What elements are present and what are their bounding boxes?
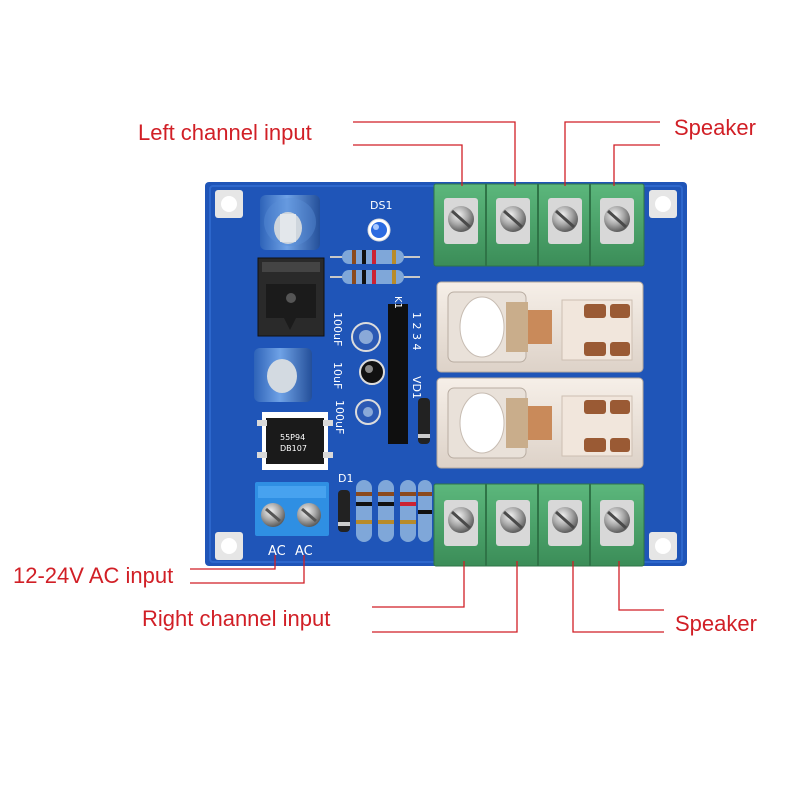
cap-100uf-a-label: 100uF (331, 312, 344, 346)
leader-left-input-b (353, 144, 463, 186)
mounting-holes (215, 190, 677, 560)
voltage-regulator (257, 257, 325, 337)
label-speaker-bottom: Speaker (675, 611, 757, 636)
led-ds1 (367, 218, 391, 242)
k1-label: K1 (392, 296, 403, 309)
leader-speaker-top-a (564, 121, 660, 186)
resistors-top (330, 250, 420, 284)
ds1-label: DS1 (370, 199, 392, 212)
leader-speaker-bottom-b (618, 561, 664, 611)
relay-1 (436, 281, 644, 373)
top-terminal-block (433, 183, 645, 267)
cap-10uf-label: 10uF (331, 362, 344, 389)
cap-100uf-b-label: 100uF (333, 400, 346, 434)
bridge-marking-1: 55P94 (280, 433, 305, 442)
capacitor-top (260, 195, 320, 250)
small-capacitors (351, 322, 385, 425)
leader-right-input-b (372, 561, 518, 633)
resistors-bottom (356, 480, 432, 542)
leader-ac-b (190, 555, 305, 584)
diode-vd1 (418, 398, 430, 444)
bottom-terminal-block (433, 483, 645, 567)
leader-right-input-a (372, 561, 465, 608)
d1-label: D1 (338, 472, 353, 485)
leader-speaker-bottom-a (572, 561, 664, 633)
bridge-rectifier: 55P94 DB107 (257, 412, 333, 470)
relay-2 (436, 377, 644, 469)
ic-socket (388, 304, 408, 444)
leader-ac-a (190, 555, 276, 570)
pin-numbers: 1 2 3 4 (410, 312, 423, 350)
diode-d1 (338, 490, 350, 532)
label-speaker-top: Speaker (674, 115, 756, 140)
ac-label-b: AC (295, 544, 313, 559)
leader-lines (190, 121, 664, 633)
label-left-channel-input: Left channel input (138, 120, 312, 145)
label-ac-input: 12-24V AC input (13, 563, 174, 588)
label-right-channel-input: Right channel input (142, 606, 331, 631)
leader-left-input-a (353, 121, 516, 186)
capacitor-bottom (254, 348, 312, 402)
ac-input-terminal (255, 482, 329, 536)
ac-label-a: AC (268, 544, 286, 559)
bridge-marking-2: DB107 (280, 444, 307, 453)
vd1-label: VD1 (410, 376, 423, 399)
leader-speaker-top-b (613, 144, 660, 186)
